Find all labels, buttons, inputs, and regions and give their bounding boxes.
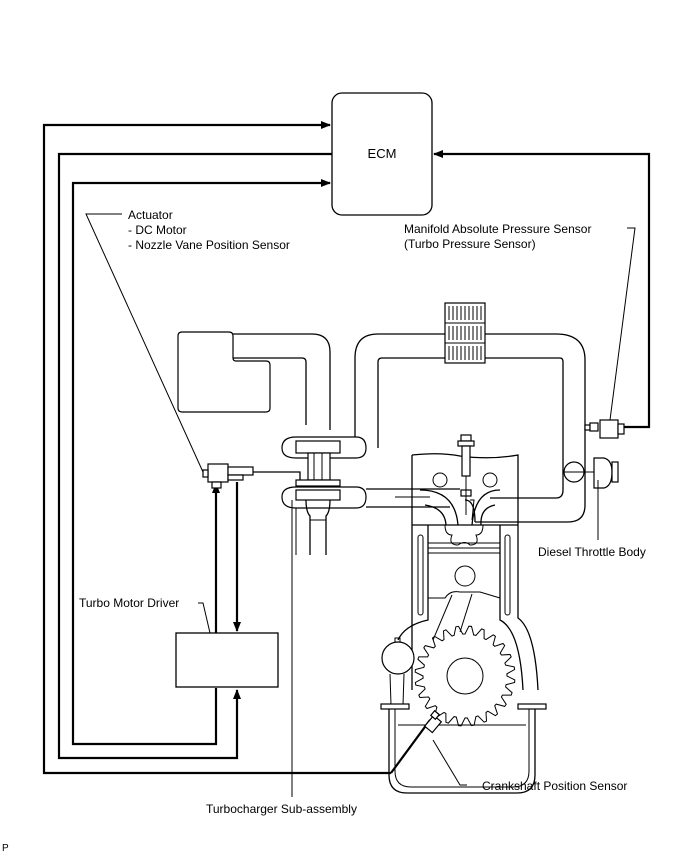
leader-lines [85,213,636,797]
map-sensor [584,419,625,439]
turbo-motor-driver-box [175,632,279,688]
ecm-box: ECM [331,92,433,216]
throttle-body-label: Diesel Throttle Body [538,545,646,559]
intake-pipe [233,333,331,430]
actuator-nozzle-sensor-label: - Nozzle Vane Position Sensor [128,238,290,252]
turbocharger [281,436,367,555]
wire-ecm-to-driver [57,152,332,760]
intercooler [444,302,486,364]
wire-driver-to-ecm [71,179,331,746]
corner-mark: P [2,843,9,854]
actuator-dc-motor-label: - DC Motor [128,223,187,237]
turbocharger-label: Turbocharger Sub-assembly [206,802,357,816]
air-cleaner [177,331,271,413]
actuator-label: Actuator [128,208,173,222]
map-sensor-sub-label: (Turbo Pressure Sensor) [404,237,536,251]
turbo-motor-driver-label: Turbo Motor Driver [79,596,179,610]
diesel-throttle-body [563,457,619,489]
boost-pipe [354,333,586,523]
wire-crankshaft-to-ecm [42,121,391,775]
crankshaft-sensor-label: Crankshaft Position Sensor [482,779,627,793]
crankshaft-position-sensor [423,709,443,734]
wire-map-to-ecm [433,150,651,429]
map-sensor-label: Manifold Absolute Pressure Sensor [404,222,591,236]
ecm-label: ECM [368,146,397,161]
engine [380,434,547,794]
wiring [42,121,651,775]
actuator [202,463,254,489]
crank-gear [414,625,516,727]
